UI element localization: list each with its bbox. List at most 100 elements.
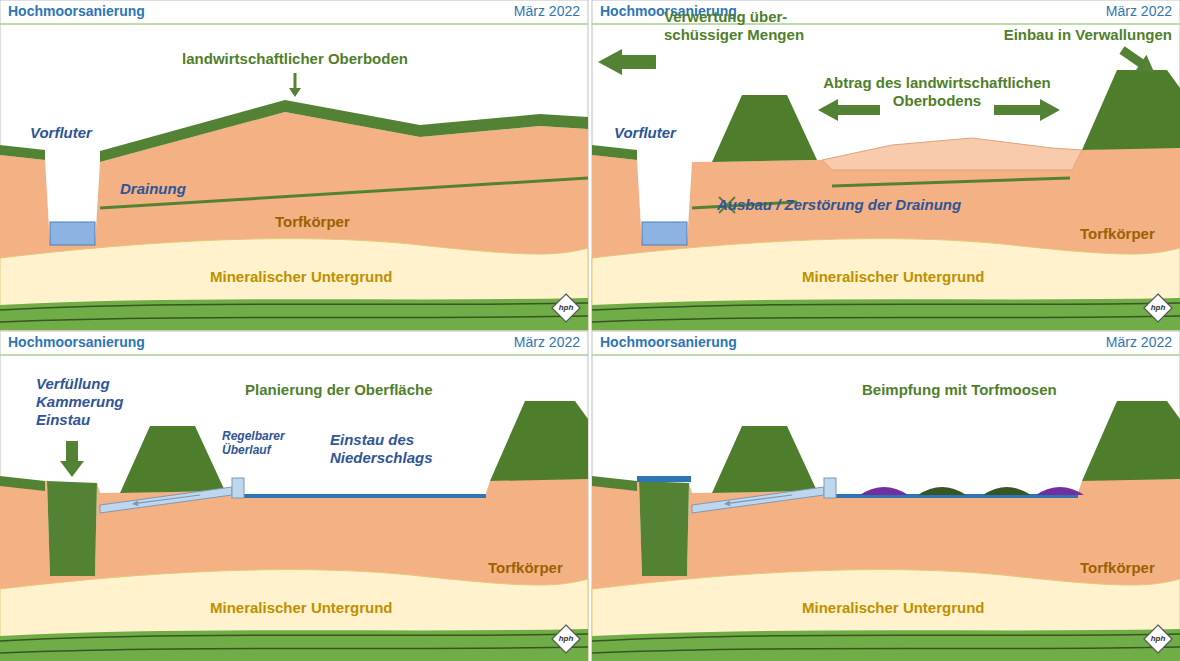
water-level [240, 494, 486, 498]
band-line [0, 634, 588, 641]
topsoil [592, 145, 637, 160]
layer-label: Mineralischer Untergrund [802, 268, 985, 286]
moss-mound [860, 487, 908, 495]
step-label: Verfüllung Kammerung Einstau [36, 375, 131, 429]
panel-frame [592, 0, 1180, 330]
flow-arrow [724, 494, 792, 506]
mineral-layer [0, 570, 588, 661]
block-arrow [818, 99, 880, 121]
overflow-box [824, 478, 836, 498]
logo-diamond [1144, 294, 1172, 322]
panel-frame [0, 0, 588, 330]
embankment [490, 401, 588, 481]
grass-band [592, 298, 1180, 330]
ditch-fill [639, 481, 689, 576]
panel-frame [592, 331, 1180, 661]
ditch-label: Vorfluter [614, 124, 676, 142]
grass-band [0, 298, 588, 330]
mineral-layer [0, 239, 588, 330]
band-line [0, 303, 588, 310]
outlet-pipe [100, 487, 232, 513]
panel [592, 331, 1180, 661]
ditch-water [642, 222, 687, 245]
outlet-pipe [692, 487, 824, 513]
layer-label: Torfkörper [275, 213, 350, 231]
ditch-water [50, 222, 95, 245]
drainage-label: Drainung [120, 180, 186, 198]
grass-band [592, 629, 1180, 661]
block-arrow [598, 49, 656, 75]
topsoil [0, 145, 45, 160]
logo-text: hph [1151, 635, 1166, 643]
layer-label: Mineralischer Untergrund [210, 599, 393, 617]
step-label: Abtrag des landwirtschaftlichen Oberbode… [787, 74, 1087, 110]
step-label: Beimpfung mit Torfmoosen [862, 381, 1057, 399]
ditch-water [637, 476, 691, 482]
header-rule [0, 354, 588, 356]
step-label: Einbau in Verwallungen [1004, 26, 1172, 44]
date-label: März 2022 [1106, 334, 1172, 351]
block-arrow [60, 441, 84, 477]
layer-label: Torfkörper [488, 559, 563, 577]
topsoil [0, 476, 45, 491]
logo-text: hph [559, 635, 574, 643]
layer-label: landwirtschaftlicher Oberboden [182, 50, 408, 68]
panel [0, 331, 588, 661]
band-line [592, 303, 1180, 310]
flow-arrow [132, 494, 200, 506]
drainage-line [832, 178, 1070, 186]
panel [0, 0, 588, 330]
drainage-label: Ausbau / Zerstörung der Drainung [717, 196, 961, 214]
grass-band [0, 629, 588, 661]
band-line [592, 647, 1180, 653]
date-label: März 2022 [514, 3, 580, 20]
embankment [1082, 401, 1180, 481]
block-arrow [994, 99, 1060, 121]
moss-mound [918, 487, 966, 495]
logo-text: hph [1151, 304, 1166, 312]
embankment [1082, 70, 1180, 150]
layer-label: Mineralischer Untergrund [802, 599, 985, 617]
layer-label: Torfkörper [1080, 559, 1155, 577]
panel-title: Hochmoorsanierung [8, 334, 145, 351]
mineral-layer [592, 570, 1180, 661]
date-label: März 2022 [514, 334, 580, 351]
logo-diamond [552, 625, 580, 653]
band-line [0, 316, 588, 322]
ditch-label: Vorfluter [30, 124, 92, 142]
date-label: März 2022 [1106, 3, 1172, 20]
logo-diamond [552, 294, 580, 322]
panel-title: Hochmoorsanierung [600, 334, 737, 351]
band-line [592, 316, 1180, 322]
panel-frame [0, 331, 588, 661]
ditch-fill [47, 481, 97, 576]
layer-label: Torfkörper [1080, 225, 1155, 243]
leader-arrow [289, 73, 301, 97]
drainage-line [100, 178, 588, 208]
panel [592, 0, 1180, 330]
band-line [592, 634, 1180, 641]
overflow-label: Regelbarer Überlauf [222, 429, 302, 458]
block-arrow [1119, 46, 1154, 72]
embankment [120, 426, 225, 493]
moss-mound [1036, 487, 1084, 495]
logo-diamond [1144, 625, 1172, 653]
layer-label: Mineralischer Untergrund [210, 268, 393, 286]
logo-text: hph [559, 304, 574, 312]
embankment [712, 95, 817, 162]
mineral-layer [592, 239, 1180, 330]
step-label: Verwertung über- schüssiger Mengen [664, 8, 814, 44]
moss-mound [983, 487, 1031, 495]
step-label: Planierung der Oberfläche [245, 381, 433, 399]
header-rule [0, 23, 588, 25]
header-rule [592, 354, 1180, 356]
band-line [0, 647, 588, 653]
topsoil [100, 100, 588, 162]
topsoil [592, 476, 637, 491]
overflow-box [232, 478, 244, 498]
step-label: Einstau des Niederschlags [330, 431, 460, 467]
removed-topsoil [822, 138, 1082, 170]
panel-title: Hochmoorsanierung [8, 3, 145, 20]
